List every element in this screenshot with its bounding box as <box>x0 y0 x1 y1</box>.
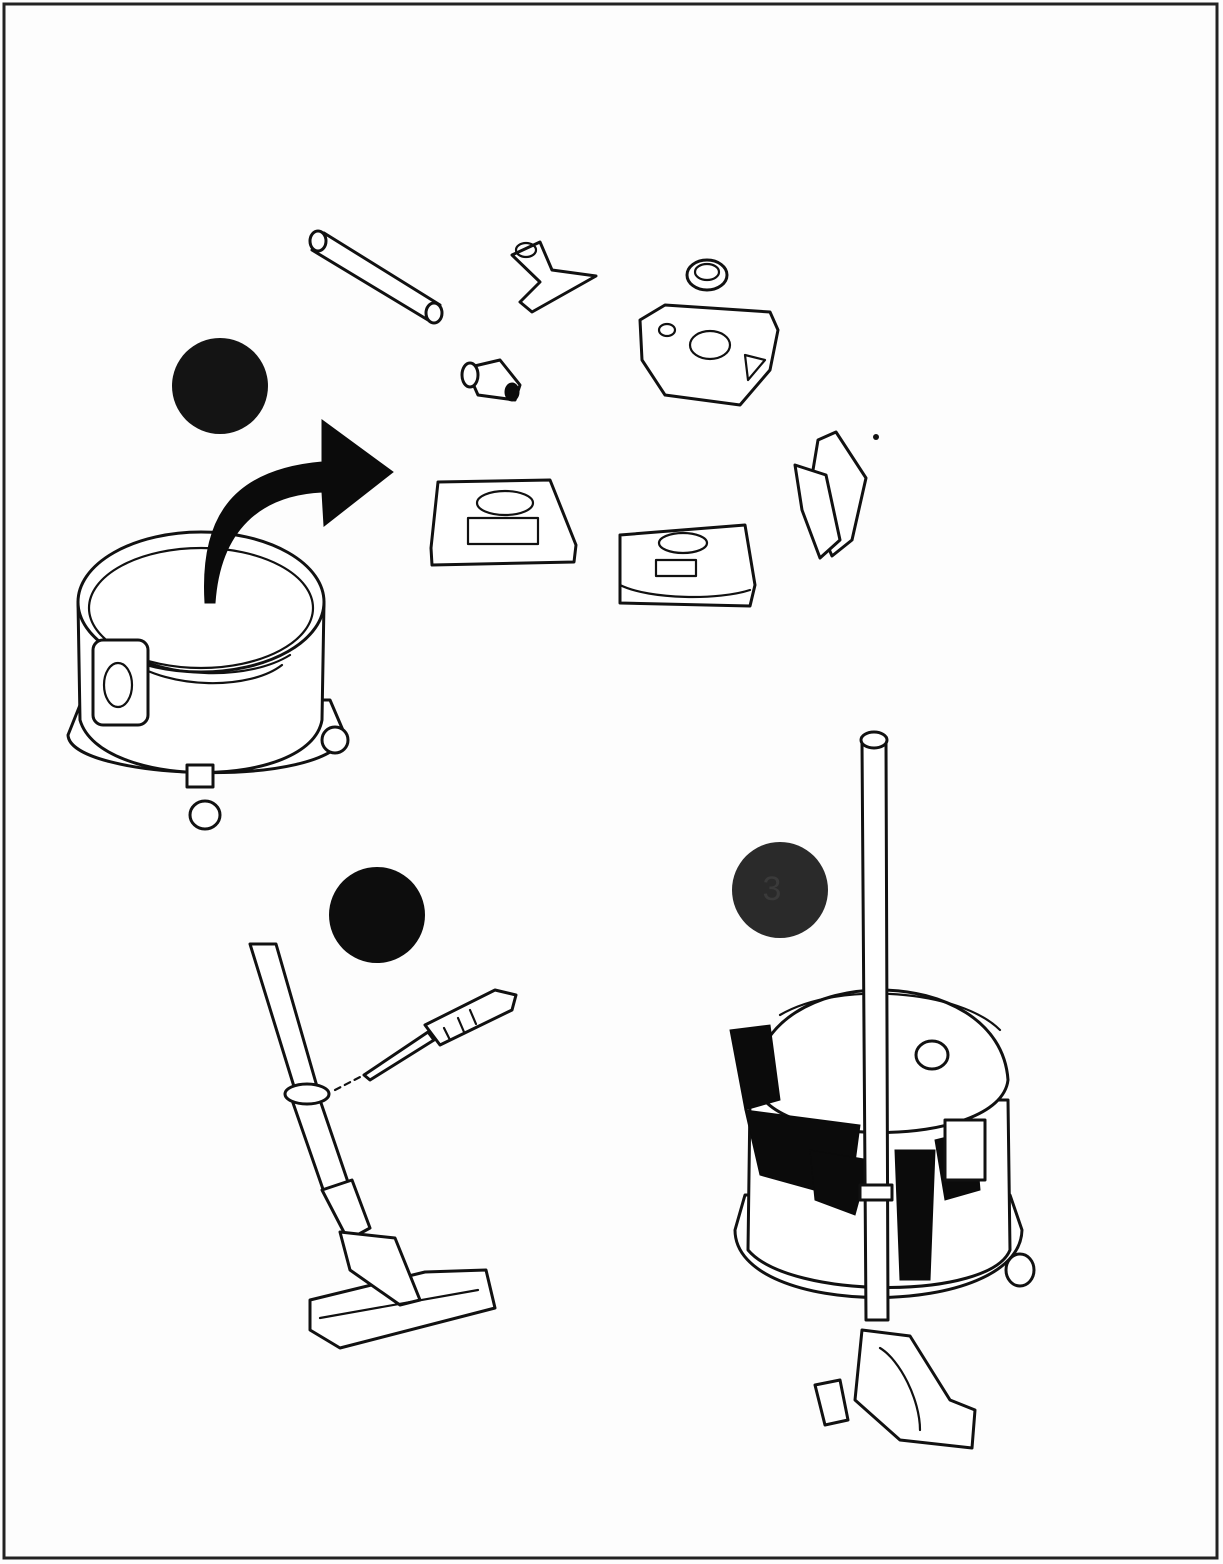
wand-and-floor-nozzle-illustration <box>250 944 495 1348</box>
assembled-vacuum-illustration <box>730 732 1034 1448</box>
filter-cap-part <box>687 260 727 290</box>
step-2-marker <box>329 867 425 963</box>
step-3-marker: 3 <box>732 842 828 938</box>
dust-bag-small-part <box>620 525 755 606</box>
extension-tube-part <box>310 231 442 323</box>
hose-adapter-part <box>462 360 520 401</box>
step-3-label: 3 <box>763 870 782 908</box>
upholstery-nozzle-part <box>512 242 596 312</box>
motor-filter-holder-part <box>640 305 778 405</box>
dust-bag-large-part <box>431 480 576 565</box>
screwdriver-illustration <box>335 990 516 1090</box>
crevice-tool-part <box>795 432 879 558</box>
step-1-marker <box>172 338 268 434</box>
